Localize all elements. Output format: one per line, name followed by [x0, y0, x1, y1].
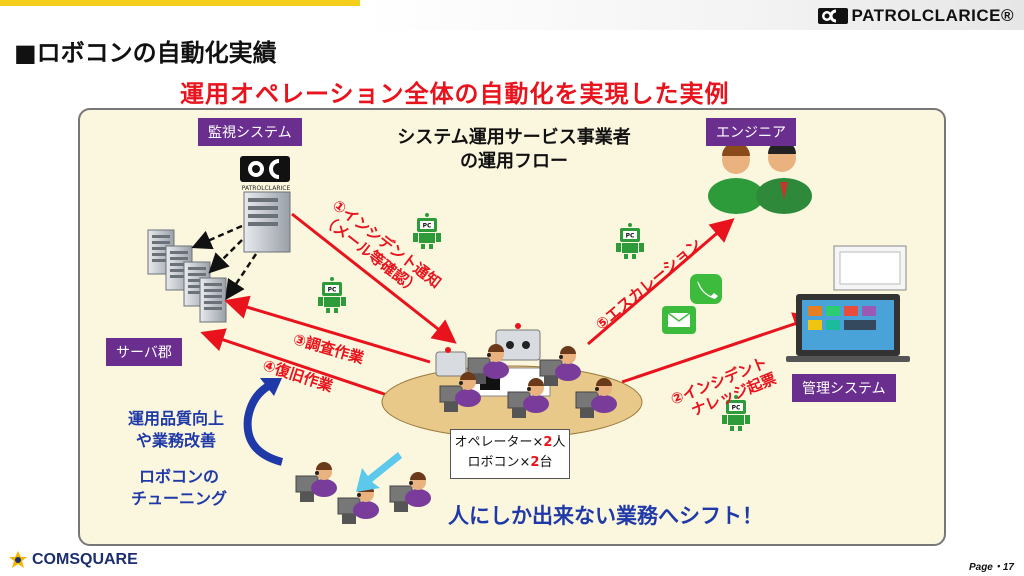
header-band — [360, 0, 1024, 30]
robocon-count: 2 — [530, 455, 540, 470]
robot-icon — [616, 223, 644, 259]
operator-figure — [389, 471, 432, 513]
comsquare-logo: COMSQUARE — [8, 550, 138, 570]
page-number: Page・17 — [968, 562, 1014, 573]
quality-improvement-note: 運用品質向上 や業務改善 — [127, 409, 224, 450]
patrolclarice-mark-icon — [817, 8, 848, 24]
operators-label: オペレーター× — [454, 435, 544, 450]
management-system-icon — [786, 245, 910, 362]
top-accent-bar — [0, 0, 360, 6]
tag-management-system: 管理システム — [792, 374, 896, 402]
blue-cycle-arrowhead-icon — [260, 378, 282, 396]
cyan-arrow-icon — [356, 452, 402, 492]
blue-cycle-arrow-icon — [243, 380, 284, 466]
operators-count: 2 — [543, 435, 553, 450]
company-name: COMSQUARE — [32, 551, 138, 568]
brand-name: PATROLCLARICE® — [851, 6, 1014, 25]
robocon-unit: 台 — [539, 455, 553, 470]
shift-message: 人にしか出来ない業務へシフト！ — [448, 504, 763, 528]
flow-arrows — [200, 212, 818, 404]
engineers-icon — [708, 140, 812, 214]
robocon-tuning-note: ロボコンの チューニング — [130, 467, 227, 508]
flow-title-line2: の運用フロー — [460, 151, 568, 172]
comsquare-mark-icon — [9, 551, 27, 568]
robot-icon — [318, 277, 346, 313]
mail-icon — [662, 306, 696, 334]
tag-servers: サーバ郡 — [106, 338, 182, 366]
tag-monitoring-system: 監視システム — [198, 118, 302, 146]
robocon-label: ロボコン× — [467, 455, 531, 470]
robocon-line: ロボコン×2台 — [451, 453, 569, 473]
slide-subtitle: 運用オペレーション全体の自動化を実現した実例 — [180, 80, 730, 108]
robot-icon — [413, 213, 441, 249]
brand-logo: PATROLCLARICE® — [817, 6, 1014, 26]
operators-unit: 人 — [552, 435, 566, 450]
server-group-icon — [147, 229, 227, 323]
phone-icon — [690, 274, 722, 304]
operators-line: オペレーター×2人 — [451, 433, 569, 453]
slide-title: ■ロボコンの自動化実績 — [14, 39, 277, 67]
monitoring-dashed-arrows — [191, 224, 258, 301]
flow-title: システム運用サービス事業者 の運用フロー — [374, 126, 654, 174]
operator-figure — [295, 461, 338, 503]
monitoring-server-icon — [240, 156, 291, 253]
monitoring-logo-caption: PATROLCLARICE — [242, 185, 291, 192]
tag-engineer: エンジニア — [706, 118, 796, 146]
operators-count-box: オペレーター×2人 ロボコン×2台 — [450, 429, 570, 479]
flow-title-line1: システム運用サービス事業者 — [397, 127, 631, 148]
